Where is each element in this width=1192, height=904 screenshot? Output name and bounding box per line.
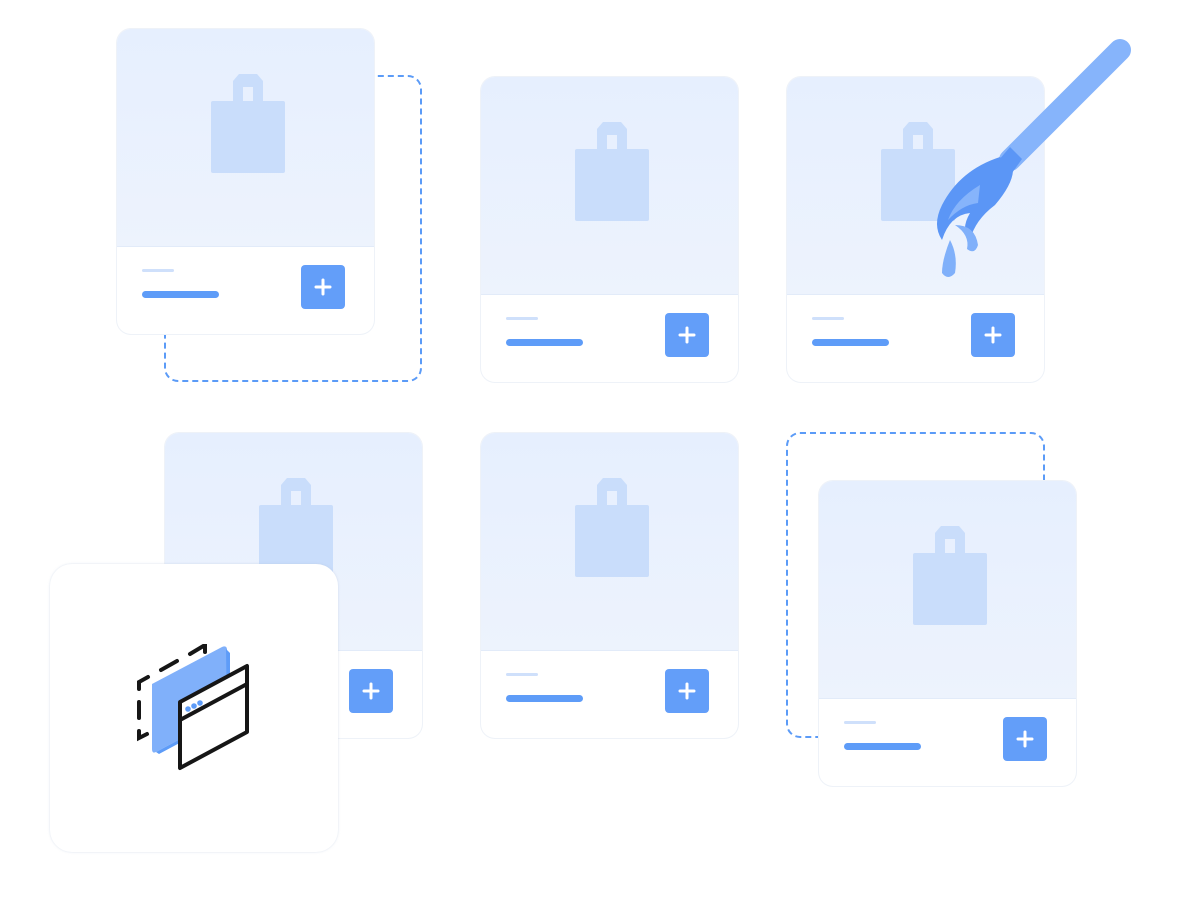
product-title-placeholder xyxy=(844,743,921,750)
plus-icon xyxy=(678,326,696,344)
add-to-cart-button[interactable] xyxy=(1003,717,1047,761)
add-to-cart-button[interactable] xyxy=(971,313,1015,357)
shopping-bag-icon xyxy=(259,478,333,577)
shopping-bag-icon xyxy=(913,526,987,625)
plus-icon xyxy=(678,682,696,700)
product-title-placeholder xyxy=(506,339,583,346)
plus-icon xyxy=(314,278,332,296)
product-card[interactable] xyxy=(117,29,374,334)
add-to-cart-button[interactable] xyxy=(301,265,345,309)
shopping-bag-icon xyxy=(881,122,955,221)
add-to-cart-button[interactable] xyxy=(665,669,709,713)
product-image-placeholder xyxy=(481,77,738,295)
product-title-placeholder xyxy=(142,291,219,298)
product-card[interactable] xyxy=(787,77,1044,382)
product-subtitle-placeholder xyxy=(844,721,876,724)
product-title-placeholder xyxy=(506,695,583,702)
shopping-bag-icon xyxy=(211,74,285,173)
layered-windows-icon xyxy=(137,644,249,770)
shopping-bag-icon xyxy=(575,478,649,577)
plus-icon xyxy=(1016,730,1034,748)
product-subtitle-placeholder xyxy=(142,269,174,272)
plus-icon xyxy=(362,682,380,700)
add-to-cart-button[interactable] xyxy=(665,313,709,357)
product-image-placeholder xyxy=(819,481,1076,699)
feature-card xyxy=(50,564,338,852)
paintbrush-icon xyxy=(937,39,1131,277)
product-card[interactable] xyxy=(819,481,1076,786)
plus-icon xyxy=(984,326,1002,344)
product-card[interactable] xyxy=(481,433,738,738)
product-subtitle-placeholder xyxy=(506,317,538,320)
add-to-cart-button[interactable] xyxy=(349,669,393,713)
product-image-placeholder xyxy=(481,433,738,651)
product-image-placeholder xyxy=(117,29,374,247)
product-card[interactable] xyxy=(481,77,738,382)
shopping-bag-icon xyxy=(575,122,649,221)
product-subtitle-placeholder xyxy=(506,673,538,676)
product-subtitle-placeholder xyxy=(812,317,844,320)
product-title-placeholder xyxy=(812,339,889,346)
